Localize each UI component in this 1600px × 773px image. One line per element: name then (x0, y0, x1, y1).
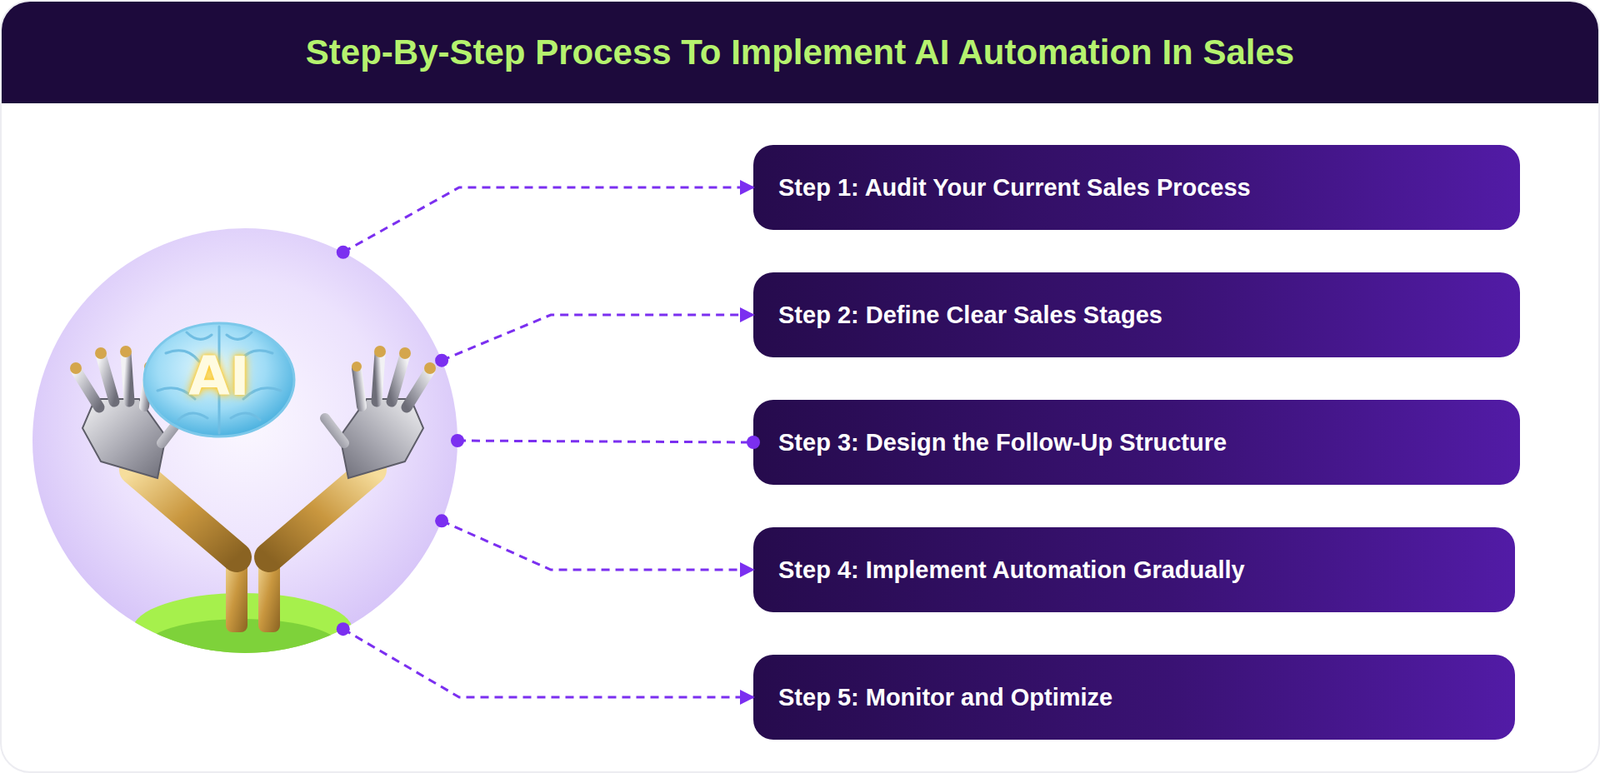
dashed-connector (343, 629, 754, 698)
finger (125, 353, 130, 402)
dashed-connector (441, 520, 754, 570)
step-label: Step 3: Design the Follow-Up Structure (778, 429, 1227, 457)
finger (75, 370, 100, 408)
step-label: Step 5: Monitor and Optimize (778, 684, 1113, 712)
process-box: Step 2: Define Clear Sales Stages (753, 272, 1520, 358)
connector-dot (746, 435, 760, 450)
finger (100, 355, 115, 402)
dashed-connector (343, 187, 754, 253)
connector-dot (435, 514, 449, 528)
process-box: Step 3: Design the Follow-Up Structure (753, 400, 1520, 485)
dashed-connector (441, 315, 754, 361)
brain (144, 323, 295, 437)
finger-tip (95, 347, 107, 360)
brain-folds (157, 326, 281, 434)
finger-tip (120, 345, 132, 358)
step-label: Step 4: Implement Automation Gradually (778, 556, 1245, 585)
palm (82, 399, 166, 479)
step-label: Step 2: Define Clear Sales Stages (778, 301, 1163, 330)
connector-dot (435, 354, 449, 368)
connector-dot (336, 622, 350, 636)
illustration-circle: AI (32, 228, 458, 654)
ai-illustration (32, 228, 458, 654)
dashed-connector (457, 440, 754, 443)
process-box: Step 1: Audit Your Current Sales Process (753, 145, 1520, 230)
brain-label: AI (157, 346, 281, 407)
backdrop-circle (32, 228, 458, 654)
process-box: Step 5: Monitor and Optimize (753, 655, 1515, 740)
forearm (134, 470, 237, 558)
finger-tip (70, 362, 82, 375)
step-label: Step 1: Audit Your Current Sales Process (778, 174, 1251, 202)
illustration-group (70, 323, 436, 654)
process-box: Step 4: Implement Automation Gradually (753, 527, 1515, 613)
diagram-title: Step-By-Step Process To Implement AI Aut… (1, 1, 1599, 104)
connector-dot (450, 434, 465, 448)
connector-dot (336, 245, 350, 260)
header-band: Step-By-Step Process To Implement AI Aut… (1, 1, 1599, 104)
